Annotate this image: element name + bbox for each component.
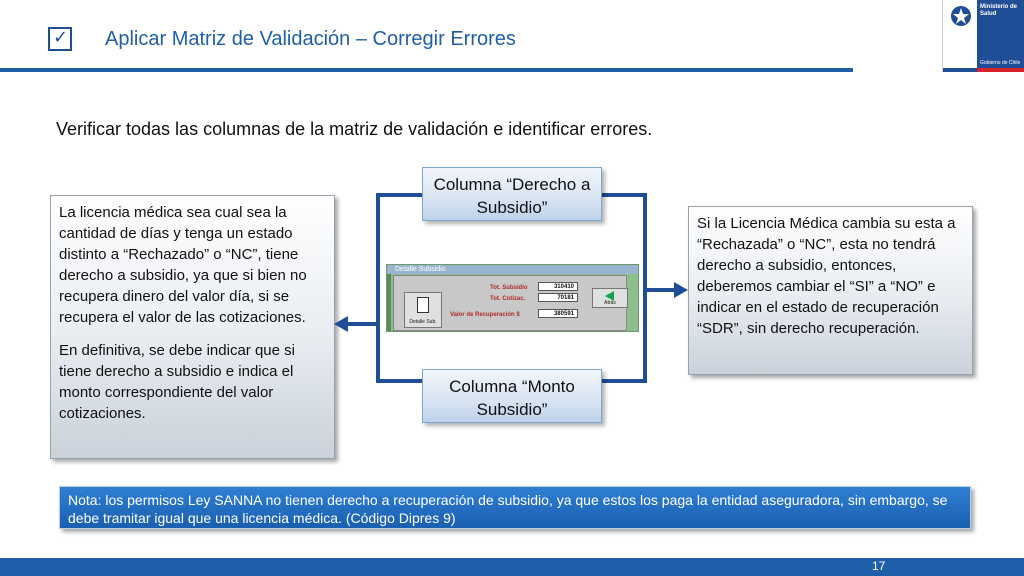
- detalle-sub-label: Detalle Sub.: [409, 319, 437, 325]
- instruction-text: Verificar todas las columnas de la matri…: [56, 119, 653, 139]
- left-paragraph-2: En definitiva, se debe indicar que si ti…: [59, 342, 295, 422]
- logo-blue-stripe: [943, 68, 977, 72]
- slide-title: Aplicar Matriz de Validación – Corregir …: [105, 28, 516, 50]
- atras-label: Atrás: [604, 300, 616, 306]
- ministry-logo: Ministerio de Salud Gobierno de Chile: [942, 0, 1024, 72]
- right-text: Si la Licencia Médica cambia su esta a “…: [697, 215, 956, 337]
- right-explanation-box: Si la Licencia Médica cambia su esta a “…: [688, 206, 973, 375]
- arrow-left-icon: [334, 316, 348, 332]
- screenshot-titlebar: Detalle Subsidio: [387, 265, 638, 274]
- left-explanation-box: La licencia médica sea cual sea la canti…: [50, 195, 335, 459]
- header-divider: [0, 68, 853, 72]
- arrow-right-icon: [674, 282, 688, 298]
- screenshot-sidebar: [387, 265, 391, 331]
- atras-button[interactable]: Atrás: [592, 288, 628, 308]
- label-monto-subsidio: Columna “Monto Subsidio”: [422, 369, 602, 423]
- ministry-text: Ministerio de Salud: [980, 4, 1018, 17]
- logo-blue-band: [977, 0, 1024, 68]
- valor-recuperacion-label: Valor de Recuperación $: [450, 312, 520, 318]
- label-derecho-subsidio: Columna “Derecho a Subsidio”: [422, 167, 602, 221]
- left-paragraph-1: La licencia médica sea cual sea la canti…: [59, 204, 307, 326]
- note-box: Nota: los permisos Ley SANNA no tienen d…: [59, 486, 971, 529]
- government-text: Gobierno de Chile: [980, 60, 1021, 66]
- tot-cotizac-label: Tot. Cotizac.: [490, 296, 526, 302]
- detalle-subsidio-screenshot: Detalle Subsidio Detalle Sub. Tot. Subsi…: [386, 264, 639, 332]
- page-number: 17: [872, 559, 886, 573]
- detalle-sub-button[interactable]: Detalle Sub.: [404, 292, 442, 328]
- connector-mid-right: [643, 288, 677, 292]
- connector-bottom-left: [376, 379, 422, 383]
- checkmark-icon: ✓: [53, 27, 69, 48]
- connector-bottom-right: [602, 379, 647, 383]
- screenshot-panel: Detalle Sub. Tot. Subsidio 310410 Tot. C…: [393, 275, 628, 331]
- logo-red-stripe: [977, 68, 1024, 72]
- connector-left-vertical: [376, 193, 380, 383]
- connector-mid-left: [344, 322, 378, 326]
- connector-top-right: [602, 193, 647, 197]
- document-icon: [417, 297, 429, 313]
- coat-of-arms-icon: [951, 6, 971, 26]
- connector-top-left: [376, 193, 422, 197]
- tot-cotizac-value[interactable]: 70181: [538, 293, 578, 302]
- checkmark-box-icon: ✓: [48, 27, 72, 51]
- tot-subsidio-label: Tot. Subsidio: [490, 285, 528, 291]
- back-arrow-icon: [605, 291, 614, 301]
- footer-bar: [0, 558, 1024, 576]
- valor-recuperacion-value[interactable]: 380591: [538, 309, 578, 318]
- tot-subsidio-value[interactable]: 310410: [538, 282, 578, 291]
